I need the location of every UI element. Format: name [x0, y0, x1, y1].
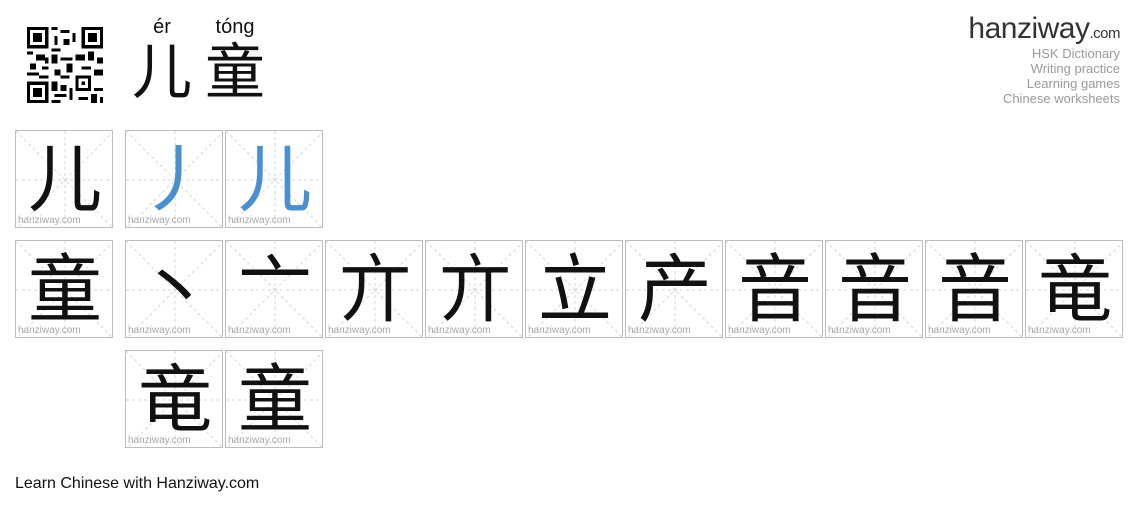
hanzi: 童	[205, 38, 265, 108]
watermark: hanziway.com	[1028, 325, 1091, 336]
watermark: hanziway.com	[128, 435, 191, 446]
glyph: 儿	[28, 137, 102, 223]
watermark: hanziway.com	[928, 325, 991, 336]
pinyin: ér	[153, 16, 171, 38]
link-learning-games[interactable]: Learning games	[1026, 76, 1120, 91]
watermark: hanziway.com	[18, 325, 81, 336]
glyph: 音	[838, 247, 912, 333]
site-links: HSK Dictionary Writing practice Learning…	[968, 46, 1120, 106]
watermark: hanziway.com	[128, 325, 191, 336]
word-char-1: ér 儿	[122, 14, 202, 106]
link-hsk-dictionary[interactable]: HSK Dictionary	[1031, 46, 1120, 61]
glyph: 童	[28, 247, 102, 333]
watermark: hanziway.com	[228, 215, 291, 226]
glyph: 产	[638, 247, 712, 333]
glyph: 亠	[238, 247, 312, 333]
footer-text: Learn Chinese with Hanziway.com	[15, 475, 260, 492]
brand-panel: hanziway.com HSK Dictionary Writing prac…	[968, 12, 1120, 106]
glyph: 儿	[238, 137, 312, 223]
watermark: hanziway.com	[528, 325, 591, 336]
watermark: hanziway.com	[728, 325, 791, 336]
watermark: hanziway.com	[128, 215, 191, 226]
logo-suffix: .com	[1089, 25, 1120, 42]
watermark: hanziway.com	[328, 325, 391, 336]
glyph: 音	[738, 247, 812, 333]
watermark: hanziway.com	[18, 215, 81, 226]
glyph: 立	[538, 247, 612, 333]
link-chinese-worksheets[interactable]: Chinese worksheets	[1002, 91, 1120, 106]
pinyin: tóng	[215, 16, 255, 38]
glyph: 丶	[138, 247, 212, 333]
site-logo[interactable]: hanziway.com	[968, 12, 1120, 46]
watermark: hanziway.com	[628, 325, 691, 336]
word-char-2: tóng 童	[195, 14, 275, 106]
link-writing-practice[interactable]: Writing practice	[1030, 61, 1120, 76]
watermark: hanziway.com	[428, 325, 491, 336]
glyph: 丿	[138, 137, 212, 223]
glyph: 童	[238, 357, 312, 443]
glyph: 音	[938, 247, 1012, 333]
glyph: 竜	[1038, 247, 1112, 333]
watermark: hanziway.com	[228, 435, 291, 446]
glyph: 亣	[338, 247, 412, 333]
qr-code	[26, 27, 104, 103]
hanzi: 儿	[132, 38, 192, 108]
watermark: hanziway.com	[828, 325, 891, 336]
glyph: 亣	[438, 247, 512, 333]
watermark: hanziway.com	[228, 325, 291, 336]
logo-main: hanziway	[968, 12, 1090, 45]
glyph: 竜	[138, 357, 212, 443]
